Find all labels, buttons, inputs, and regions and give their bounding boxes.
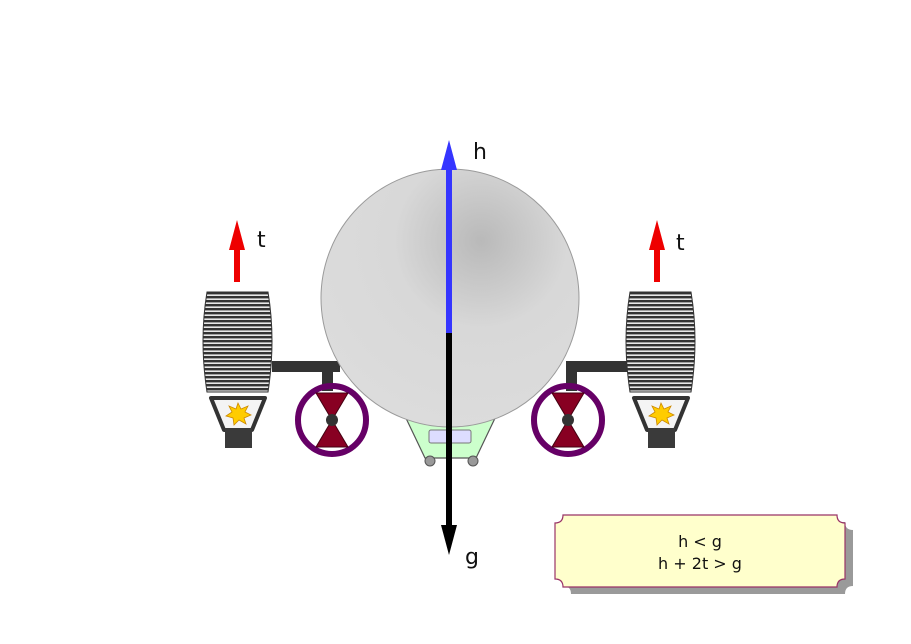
condition-note: h < g h + 2t > g: [554, 514, 853, 594]
g-label: g: [465, 545, 479, 570]
condition-line-2: h + 2t > g: [658, 554, 742, 573]
h-label: h: [473, 140, 487, 165]
gondola-wheel-right: [467, 455, 479, 467]
left-arm-drop: [322, 361, 333, 391]
g-vector-arrow: [441, 333, 457, 555]
support-arms: [272, 361, 628, 391]
valve-wheel-icon: [531, 383, 605, 457]
ribbed-engine-icon: [625, 291, 696, 393]
gondola-wheel-left: [424, 455, 436, 467]
t-label-right: t: [676, 231, 685, 256]
t-vector-arrow-left: [229, 220, 245, 282]
right-arm-drop: [566, 361, 577, 391]
right-arm: [566, 361, 628, 372]
t-vector-arrow-right: [649, 220, 665, 282]
valve-wheel-icon: [295, 383, 369, 457]
ribbed-engine-icon: [202, 291, 273, 393]
left-arm: [272, 361, 340, 372]
burner-flame-icon: [209, 396, 267, 448]
t-label-left: t: [257, 228, 266, 253]
condition-line-1: h < g: [678, 532, 722, 551]
burner-flame-icon: [632, 396, 690, 448]
h-vector-arrow: [441, 140, 457, 333]
